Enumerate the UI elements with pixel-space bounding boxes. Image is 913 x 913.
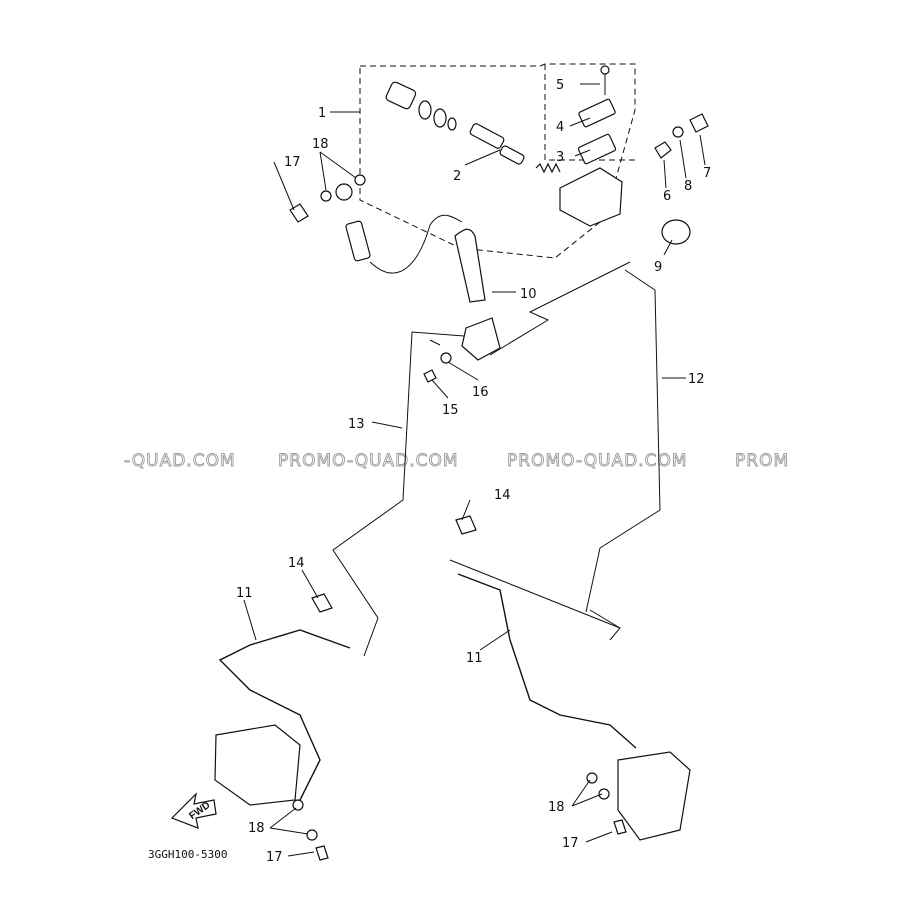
bolt (423, 369, 437, 383)
callout-17b: 17 (266, 850, 283, 865)
upper-hose (289, 174, 631, 383)
fwd-arrow-shape (170, 792, 217, 829)
banjo-fitting (335, 183, 353, 201)
fwd-arrow: FWD (170, 792, 217, 829)
diaphragm (577, 133, 617, 165)
callout-13: 13 (348, 417, 365, 432)
pipe-13 (332, 331, 465, 657)
callout-9: 9 (654, 260, 662, 275)
brake-hose-right (457, 573, 637, 749)
callout-4: 4 (556, 120, 564, 135)
master-cylinder-group (359, 63, 709, 259)
seal (418, 100, 432, 120)
washer (440, 352, 452, 364)
pipe-12 (585, 269, 661, 613)
spring-cap (499, 145, 525, 165)
callout-11a: 11 (236, 586, 253, 601)
bolt (689, 113, 709, 133)
washer (598, 788, 610, 800)
callout-5: 5 (556, 78, 564, 93)
callout-18b: 18 (248, 821, 265, 836)
bleed-screw (315, 845, 329, 861)
reservoir-cap (578, 98, 616, 128)
pipe-end (429, 339, 441, 346)
callout-11b: 11 (466, 651, 483, 666)
brake-hose-left (218, 629, 351, 801)
washer (306, 829, 318, 841)
watermark-text: PROMO-QUAD.COM (278, 451, 459, 471)
diagram-code: 3GGH100-5300 (148, 848, 227, 861)
caliper-left (214, 724, 301, 806)
callout-2: 2 (453, 169, 461, 184)
leader-10 (489, 261, 631, 356)
callout-15: 15 (442, 403, 459, 418)
callouts: 1 2 3 4 5 6 7 8 9 10 11 11 12 13 14 14 1… (236, 78, 711, 865)
callout-12: 12 (688, 372, 705, 387)
caliper-right (617, 751, 691, 841)
callout-16: 16 (472, 385, 489, 400)
callout-18a: 18 (312, 137, 329, 152)
bleed-screw (613, 819, 627, 835)
reservoir-outline (544, 64, 635, 161)
watermark-text: PROMO-QUAD.COM (507, 451, 688, 471)
callout-7: 7 (703, 166, 711, 181)
callout-14a: 14 (288, 556, 305, 571)
spring (535, 162, 561, 174)
ring (447, 117, 457, 131)
callout-17c: 17 (562, 836, 579, 851)
screw-head (600, 65, 610, 75)
piston-kit (385, 81, 561, 174)
hose-boot (454, 228, 486, 303)
callout-leaders (243, 83, 706, 857)
watermark-text: PROM (735, 451, 789, 471)
hose-line (369, 214, 463, 274)
joint-block (461, 317, 501, 361)
watermark-text: -QUAD.COM (124, 451, 236, 471)
clamp (654, 141, 672, 159)
seal (433, 108, 447, 128)
master-cylinder-body (559, 167, 623, 227)
washer (320, 190, 332, 202)
hose-clip (455, 515, 477, 535)
washer (292, 799, 304, 811)
piston (469, 123, 505, 149)
leader-end (589, 609, 621, 641)
boot (385, 81, 417, 110)
bolt (289, 203, 309, 223)
callout-10: 10 (520, 287, 537, 302)
callout-18c: 18 (548, 800, 565, 815)
washer (354, 174, 366, 186)
callout-3: 3 (556, 150, 564, 165)
callout-14b: 14 (494, 488, 511, 503)
left-caliper-assembly (214, 593, 351, 861)
leader-right (449, 559, 621, 629)
watermark: -QUAD.COM PROMO-QUAD.COM PROMO-QUAD.COM … (124, 451, 789, 472)
callout-8: 8 (684, 179, 692, 194)
callout-17a: 17 (284, 155, 301, 170)
callout-1: 1 (318, 106, 326, 121)
sleeve (661, 219, 691, 245)
washer (672, 126, 684, 138)
callout-6: 6 (663, 189, 671, 204)
hose-fitting (345, 220, 371, 262)
group-outline (359, 63, 636, 259)
right-caliper-assembly (449, 515, 691, 841)
hose-clip (311, 593, 333, 613)
